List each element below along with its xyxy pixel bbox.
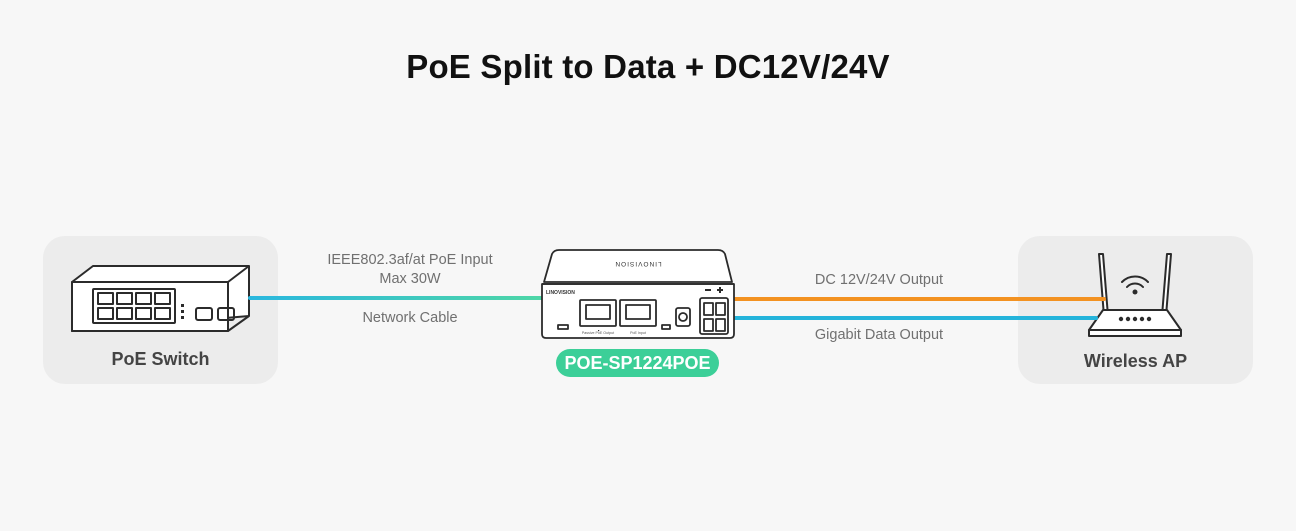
network-cable-line: [248, 296, 548, 300]
splitter-port-label-input: PoE Input: [630, 331, 646, 335]
poe-splitter-icon: LINOVISION LINOVISION Passive PoE Output…: [541, 249, 735, 339]
poe-switch-card: PoE Switch: [43, 236, 278, 384]
splitter-model-badge: POE-SP1224POE: [556, 349, 719, 377]
splitter-port-label-output: Passive PoE Output: [582, 331, 614, 335]
network-cable-label: Network Cable: [362, 310, 458, 326]
poe-input-max-power: Max 30W: [379, 271, 441, 287]
poe-switch-icon: [71, 265, 250, 332]
wireless-router-icon: [1088, 253, 1182, 337]
wireless-ap-card: Wireless AP: [1018, 236, 1253, 384]
wireless-ap-label: Wireless AP: [1083, 351, 1188, 371]
gigabit-data-output-line: [718, 316, 1098, 320]
diagram-title: PoE Split to Data + DC12V/24V: [406, 48, 890, 85]
poe-switch-label: PoE Switch: [111, 349, 210, 369]
poe-input-standard: IEEE802.3af/at PoE Input: [327, 252, 493, 268]
dc-power-output-line: [730, 297, 1106, 301]
poe-input-label: IEEE802.3af/at PoE Input Max 30W: [310, 251, 510, 289]
dc-output-label: DC 12V/24V Output: [814, 272, 944, 288]
splitter-brand-top: LINOVISION: [614, 260, 661, 267]
splitter-brand-front: LINOVISION: [546, 290, 575, 296]
data-output-label: Gigabit Data Output: [814, 327, 944, 343]
